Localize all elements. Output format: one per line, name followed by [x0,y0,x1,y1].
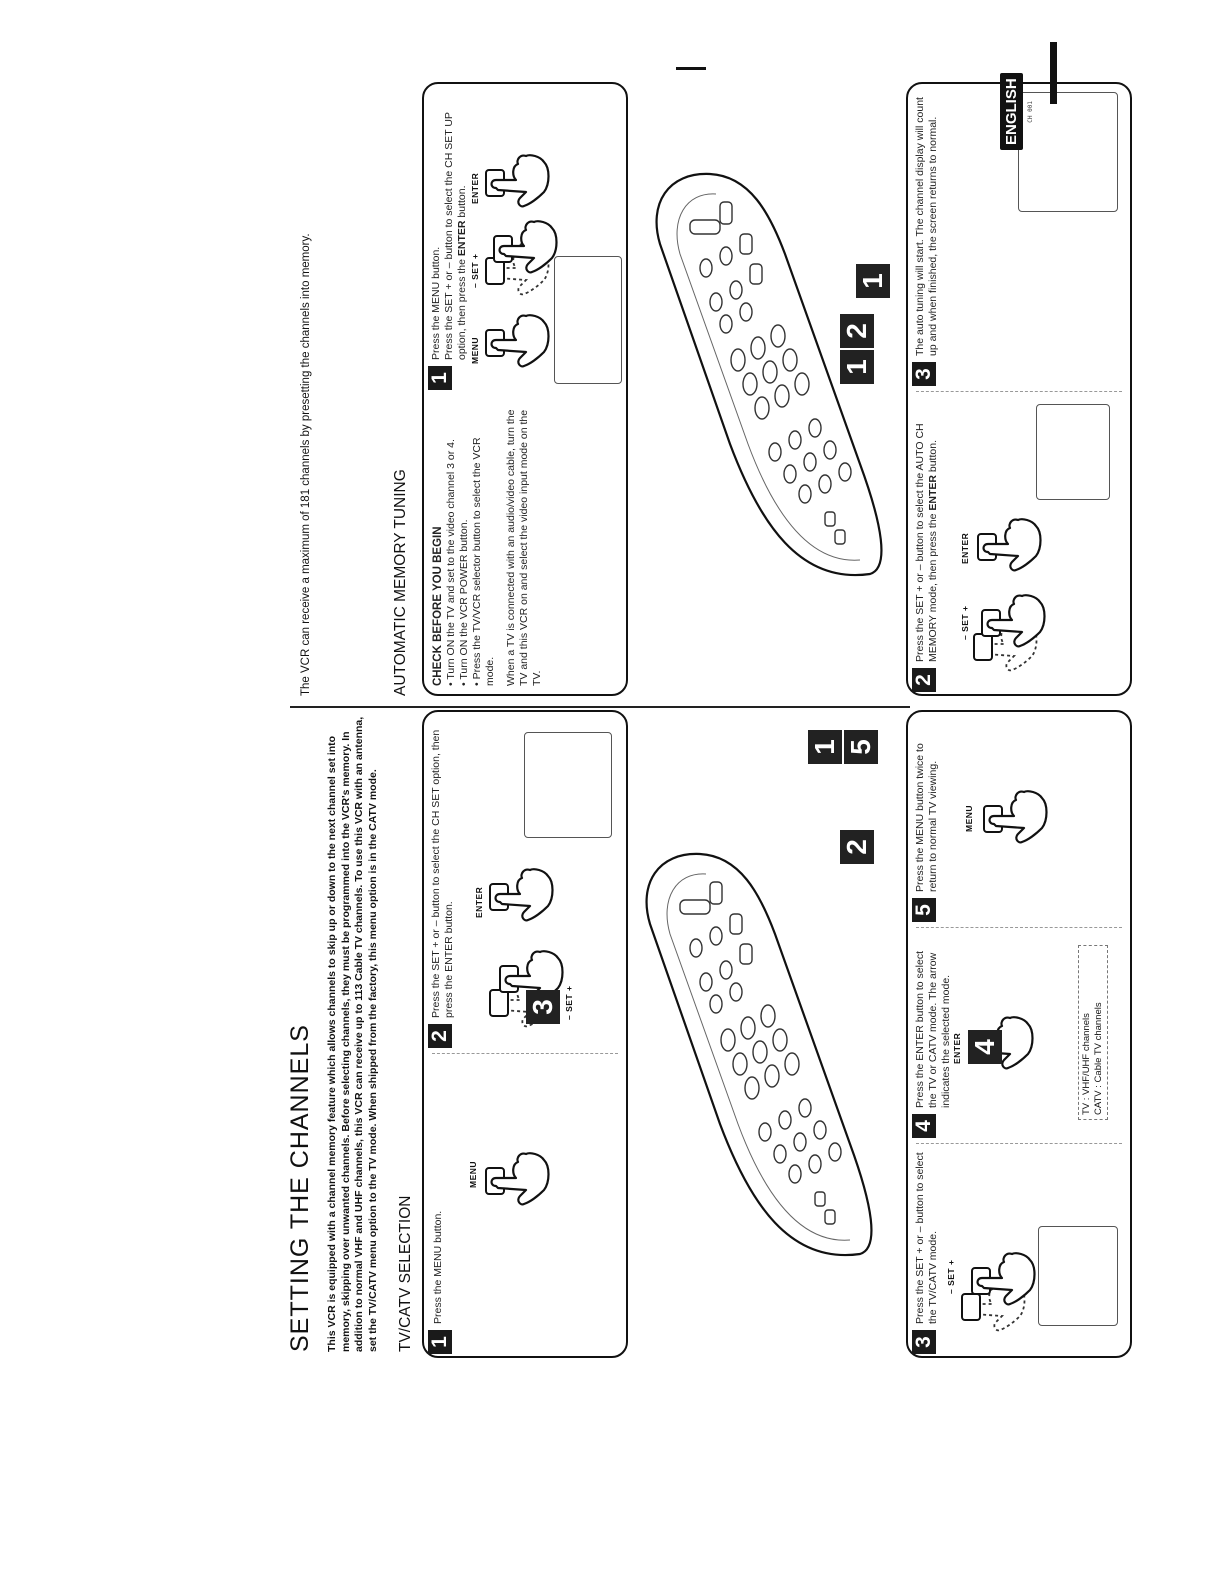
column-divider [290,706,910,708]
step-number: 1 [428,366,452,390]
step-text: Press the SET + or – button to select th… [914,400,940,662]
callout-badge: 3 [526,990,560,1024]
check-item-text: Turn ON the TV and set to the video chan… [445,439,457,680]
divider [916,391,1122,392]
callout-badge: 1 [840,350,874,384]
auto-step-2: 2 Press the SET + or – button to select … [908,394,1130,694]
tv-screen-menu [1036,404,1110,500]
hand-pressing-icon [968,1244,1040,1316]
callout-badge: 5 [844,730,878,764]
step-number: 4 [912,1114,936,1138]
legend-tv: TV : VHF/UHF channels [1081,1013,1092,1115]
tv-screen-menu [524,732,612,838]
step-text: Press the SET + or – button to select th… [430,729,455,1018]
step-text: Press the ENTER button to select the TV … [914,951,952,1108]
tvcatv-panel-bottom: 3 Press the SET + or – button to select … [906,710,1132,1358]
divider [916,1143,1122,1144]
callout-badge: 2 [840,830,874,864]
step-text-c: button. [456,185,468,221]
tvcatv-heading: TV/CATV SELECTION [397,1195,414,1352]
step-text: Press the MENU button twice to return to… [914,743,939,892]
hand-pressing-icon [490,212,562,284]
hand-pressing-icon [974,510,1046,582]
check-item: • Press the TV/VCR selector button to se… [471,437,496,686]
tv-screen-channel: CH 001 [1018,92,1118,212]
step-number: 2 [428,1024,452,1048]
page-title: SETTING THE CHANNELS [286,1024,314,1352]
callout-badge: 4 [968,1030,1002,1064]
callout-badge: 1 [856,264,890,298]
enter-button-label: ENTER [960,532,970,564]
enter-button-label: ENTER [474,886,484,918]
hand-pressing-icon [482,306,554,378]
check-item: • Turn ON the TV and set to the video ch… [445,439,457,686]
step-text: Press the SET + or – button to select th… [914,1152,939,1324]
step-number: 3 [912,362,936,386]
step-text: Press the MENU button. Press the SET + o… [430,96,469,360]
hand-pressing-icon [978,586,1050,658]
check-before-you-begin: CHECK BEFORE YOU BEGIN • Turn ON the TV … [424,394,626,694]
step-number: 2 [912,668,936,692]
step-number: 5 [912,898,936,922]
check-note: When a TV is connected with an audio/vid… [505,409,543,686]
remote-control-illustration [645,852,873,1257]
tvcatv-step-1: 1 Press the MENU button. MENU [424,1056,626,1356]
hand-pressing-icon [486,860,558,932]
set-buttons-label: – SET + [564,985,574,1020]
tvcatv-legend: TV : VHF/UHF channels CATV : Cable TV ch… [1078,945,1108,1120]
footer-bar [1050,42,1057,104]
auto-panel-top: CHECK BEFORE YOU BEGIN • Turn ON the TV … [422,82,628,696]
tv-screen-menu [1038,1226,1118,1326]
step-text: Press the MENU button. [432,1210,444,1324]
legend-catv: CATV : Cable TV channels [1093,1002,1104,1115]
hand-pressing-icon [482,146,554,218]
set-buttons-label: – SET + [946,1259,956,1294]
menu-button-label: MENU [964,804,974,832]
tvcatv-step-2: 2 Press the SET + or – button to select … [424,714,626,1050]
auto-note: The VCR can receive a maximum of 181 cha… [300,233,312,696]
check-item: • Turn ON the VCR POWER button. [458,519,470,687]
menu-button-label: MENU [470,336,480,364]
channel-display: CH 001 [1027,101,1034,123]
check-item-text: Turn ON the VCR POWER button. [458,519,470,680]
enter-button-label: ENTER [470,172,480,204]
step-number: 3 [912,1330,936,1354]
step-text-a: Press the MENU button. [430,246,442,360]
menu-button-label: MENU [468,1160,478,1188]
divider [432,1053,618,1054]
tvcatv-step-5: 5 Press the MENU button twice to return … [908,714,1130,924]
hand-pressing-icon [482,1144,554,1216]
callout-badge: 2 [840,314,874,348]
enter-button-label: ENTER [952,1032,962,1064]
set-buttons-label: – SET + [960,605,970,640]
footer-tick [676,67,706,70]
step-text: The auto tuning will start. The channel … [914,97,939,356]
set-buttons-label: – SET + [470,253,480,288]
language-tab: ENGLISH [1000,73,1023,150]
divider [916,927,1122,928]
check-heading: CHECK BEFORE YOU BEGIN [432,526,444,686]
tvcatv-step-3: 3 Press the SET + or – button to select … [908,1146,1130,1356]
hand-pressing-icon [980,782,1052,854]
tvcatv-panel-top: 1 Press the MENU button. MENU 2 Press th… [422,710,628,1358]
callout-badge: 1 [808,730,842,764]
check-block: CHECK BEFORE YOU BEGIN • Turn ON the TV … [432,406,544,686]
remote-control-illustration-2 [655,172,883,577]
step-text-bold: ENTER [927,475,939,511]
tvcatv-step-4: 4 Press the ENTER button to select the T… [908,930,1130,1140]
step-text-c: button. [927,440,939,476]
step-number: 1 [428,1330,452,1354]
auto-heading: AUTOMATIC MEMORY TUNING [392,469,409,696]
check-item-text: Press the TV/VCR selector button to sele… [471,437,496,686]
auto-step-1: 1 Press the MENU button. Press the SET +… [424,86,626,392]
step-text-bold: ENTER [456,220,468,257]
tv-screen-menu [554,256,622,384]
intro-paragraph: This VCR is equipped with a channel memo… [326,716,379,1352]
auto-panel-bottom: 2 Press the SET + or – button to select … [906,82,1132,696]
